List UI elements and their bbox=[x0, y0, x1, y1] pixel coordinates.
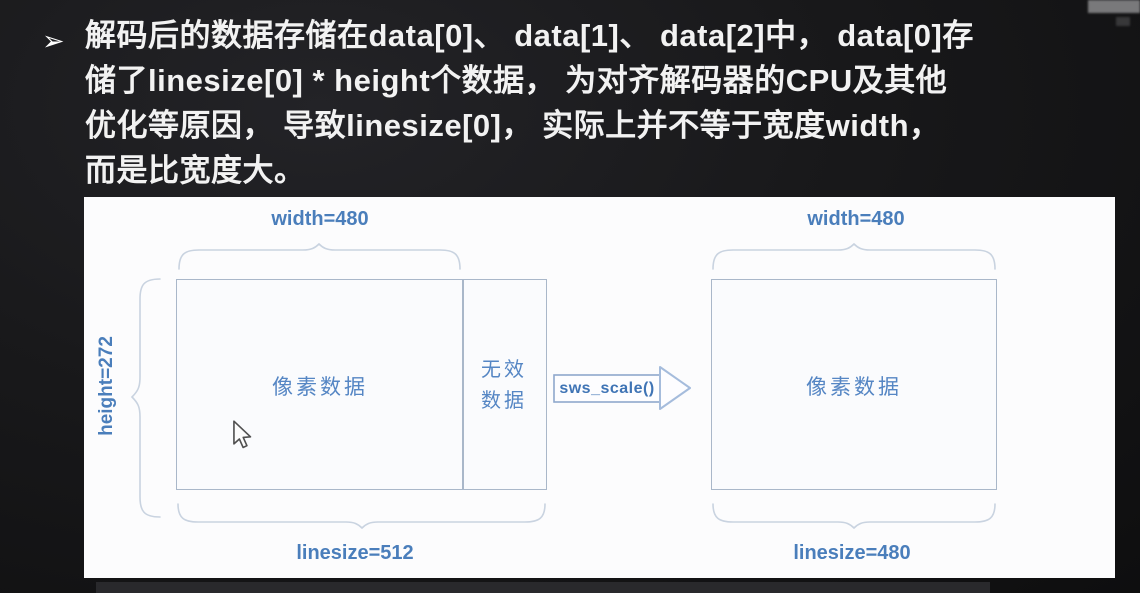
left-height-label: height=272 bbox=[96, 336, 117, 436]
slide-title-line: 优化等原因， 导致linesize[0]， 实际上并不等于宽度width， bbox=[85, 108, 941, 143]
invalid-data-line: 无效 bbox=[481, 359, 527, 381]
video-artifact-small bbox=[1116, 17, 1130, 26]
slide-title-line: 解码后的数据存储在data[0]、 data[1]、 data[2]中， dat… bbox=[85, 18, 974, 53]
slide-title: 解码后的数据存储在data[0]、 data[1]、 data[2]中， dat… bbox=[85, 13, 1085, 193]
right-pixel-data-label: 像素数据 bbox=[806, 376, 902, 399]
left-width-brace bbox=[178, 242, 461, 270]
left-frame-box bbox=[176, 279, 547, 490]
left-height-brace bbox=[130, 278, 161, 518]
slide-title-line: 而是比宽度大。 bbox=[85, 153, 306, 188]
right-linesize-label: linesize=480 bbox=[793, 542, 911, 564]
left-linesize-label: linesize=512 bbox=[296, 542, 414, 564]
sws-scale-arrow: sws_scale() bbox=[552, 362, 694, 414]
invalid-data-line: 数据 bbox=[481, 390, 527, 412]
bullet-arrow-icon: ➢ bbox=[42, 26, 65, 56]
video-artifact bbox=[1088, 0, 1140, 13]
right-arrow-icon bbox=[553, 366, 691, 410]
left-pixel-data-label: 像素数据 bbox=[272, 376, 368, 399]
bottom-edge-strip bbox=[96, 582, 990, 593]
pixel-invalid-divider-line bbox=[462, 279, 464, 490]
sws-scale-label: sws_scale() bbox=[559, 380, 655, 397]
diagram-panel: width=480 height=272 像素数据 无效 数据 linesize… bbox=[84, 197, 1115, 578]
right-width-brace bbox=[712, 242, 996, 270]
right-linesize-brace bbox=[712, 503, 996, 530]
left-width-label: width=480 bbox=[271, 208, 369, 230]
left-linesize-brace bbox=[177, 503, 546, 530]
invalid-data-label: 无效 数据 bbox=[464, 355, 544, 417]
mouse-cursor-icon bbox=[233, 420, 252, 449]
slide-title-line: 储了linesize[0] * height个数据， 为对齐解码器的CPU及其他 bbox=[85, 63, 948, 98]
right-frame-box bbox=[711, 279, 997, 490]
right-width-label: width=480 bbox=[807, 208, 905, 230]
